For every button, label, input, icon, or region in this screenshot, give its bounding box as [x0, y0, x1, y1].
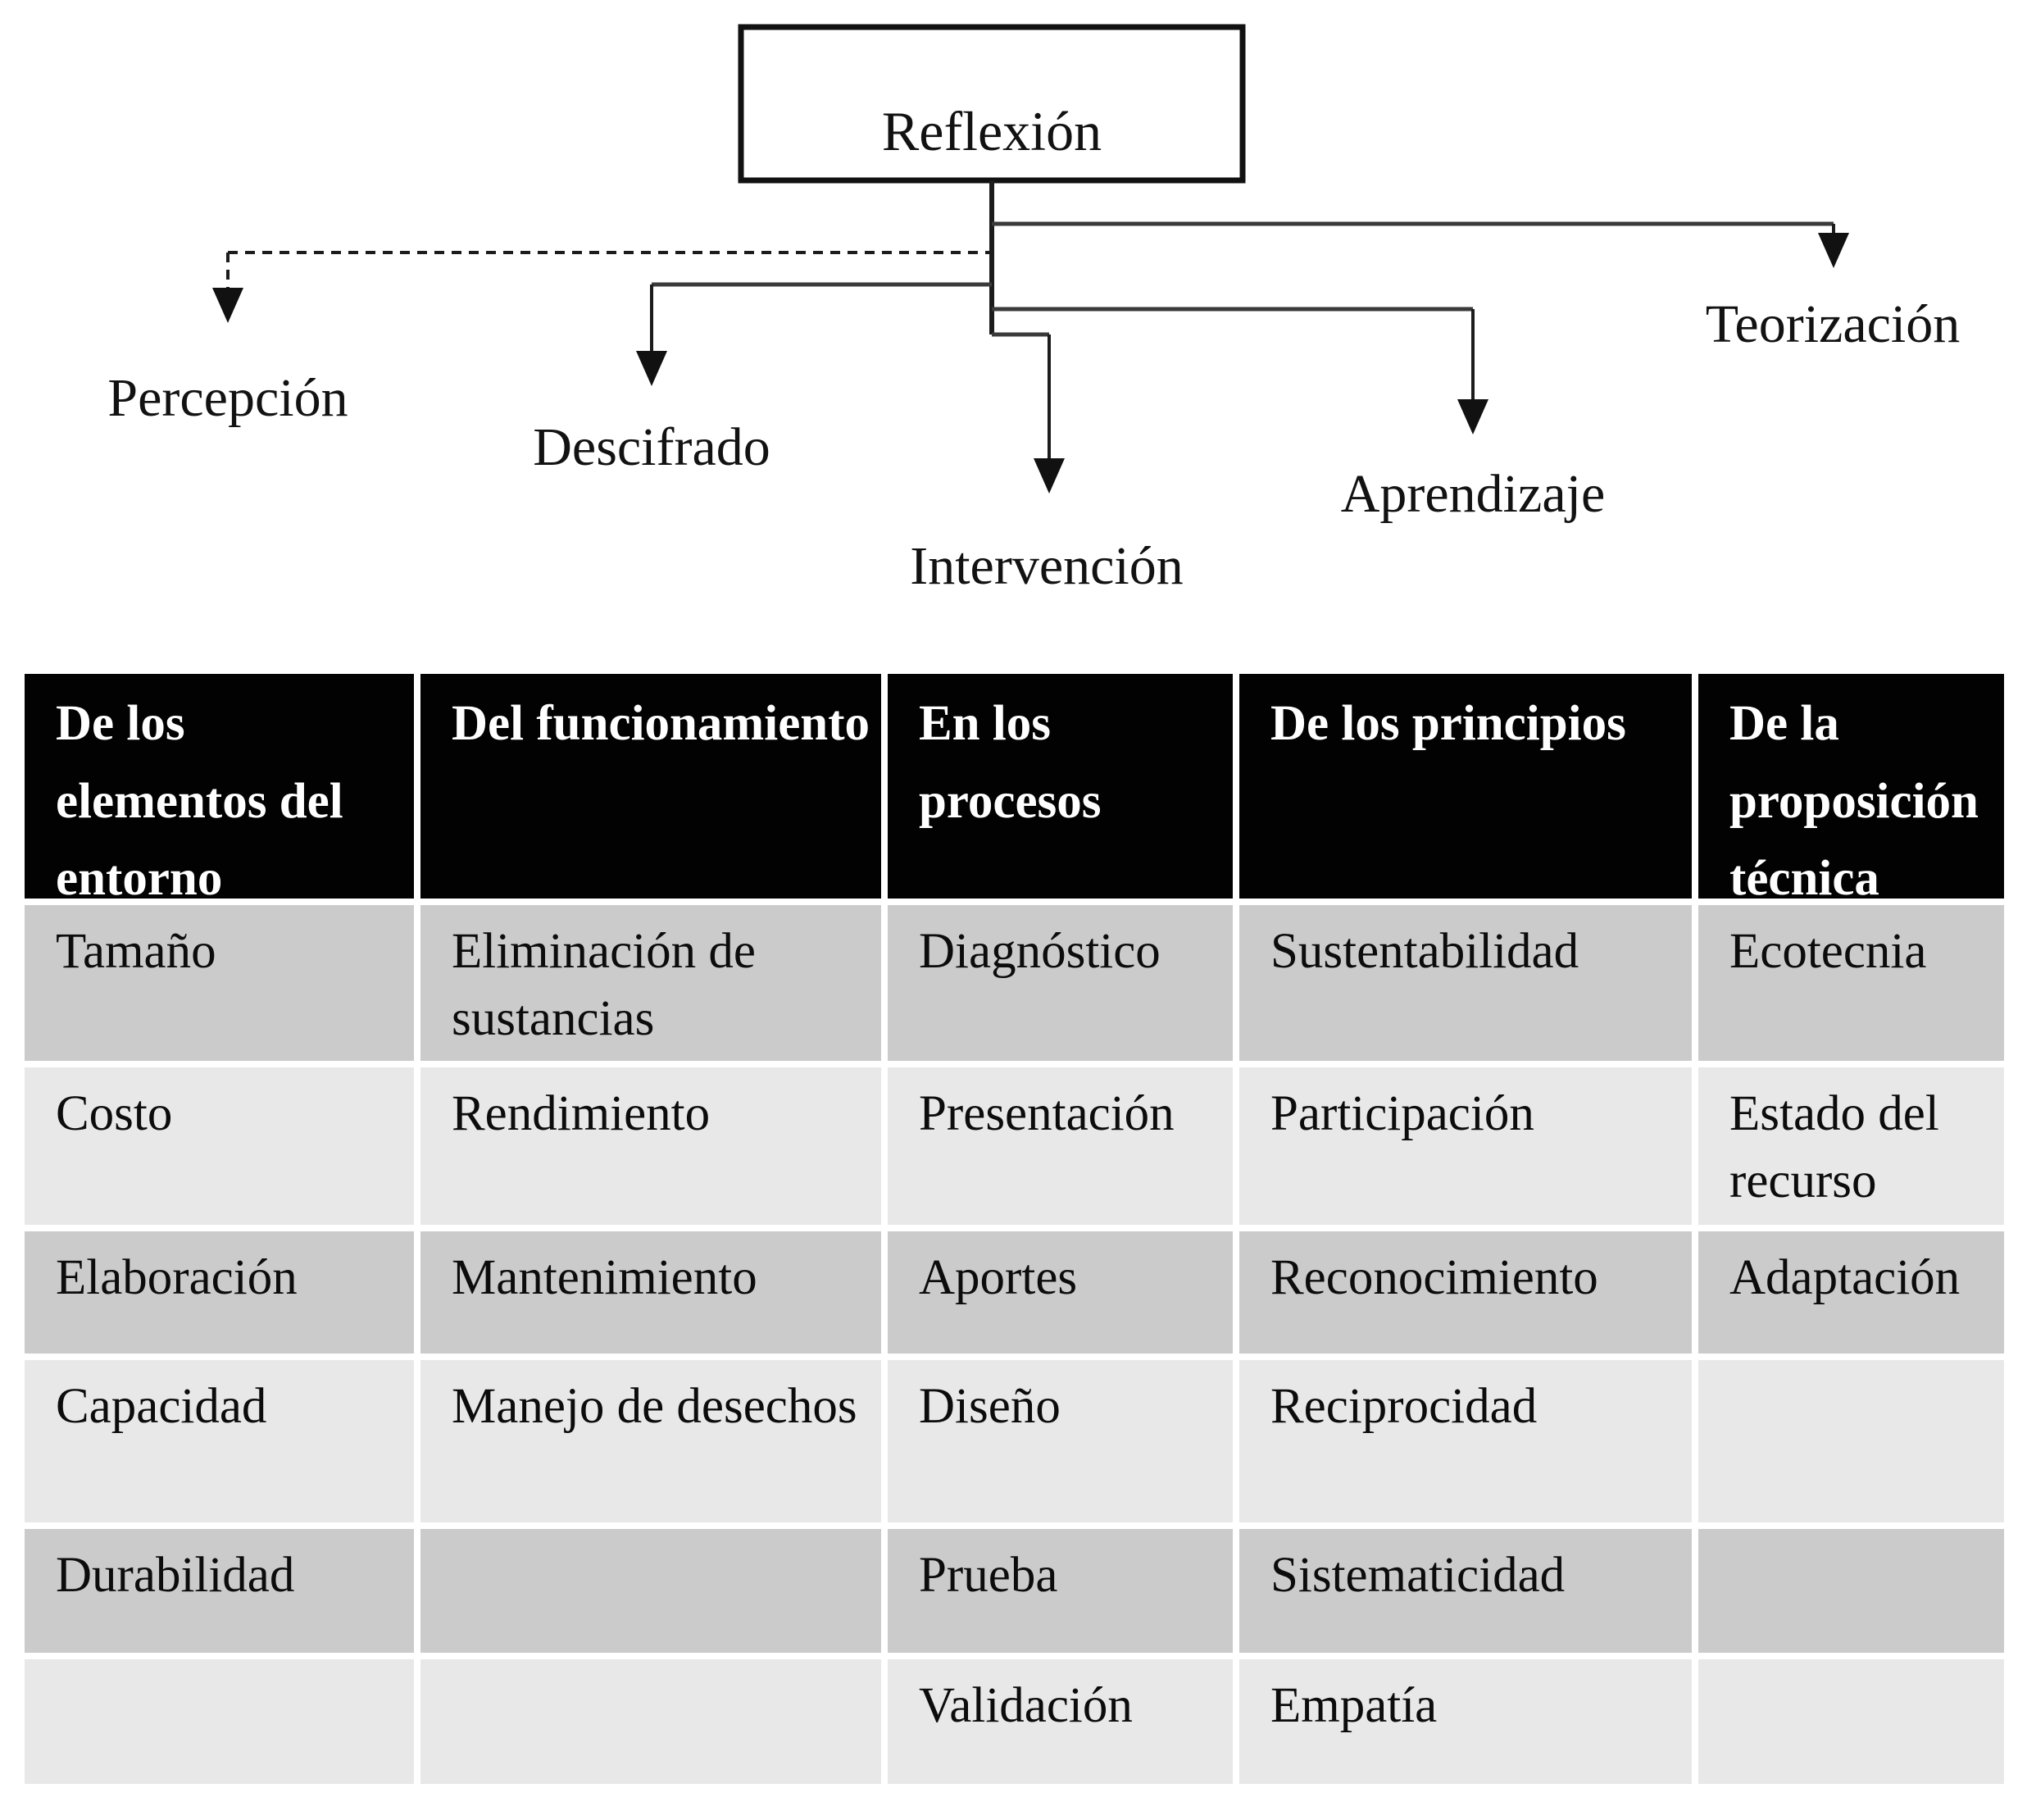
- arrowhead: [1818, 233, 1849, 268]
- branch-aprendizaje: Aprendizaje: [992, 307, 1606, 524]
- branch-label-percepcion: Percepción: [107, 368, 348, 428]
- table-cell: Elaboración: [25, 1231, 414, 1354]
- table-cell: [420, 1529, 881, 1653]
- column-header-principios: De los principios: [1239, 674, 1692, 899]
- root-box: [738, 24, 1246, 184]
- column-header-proposicion: De la proposición técnica: [1698, 674, 2004, 899]
- root-label: Reflexión: [882, 100, 1102, 162]
- table-cell: Sistematicidad: [1239, 1529, 1692, 1653]
- table-cell: Tamaño: [25, 905, 414, 1061]
- branch-label-aprendizaje: Aprendizaje: [1341, 464, 1606, 524]
- table-cell: Costo: [25, 1067, 414, 1225]
- table-cell: [1698, 1659, 2004, 1784]
- table-cell: Ecotecnia: [1698, 905, 2004, 1061]
- arrowhead: [1034, 458, 1065, 494]
- branch-label-intervencion: Intervención: [910, 536, 1184, 596]
- table-cell: Capacidad: [25, 1360, 414, 1522]
- table-cell: Durabilidad: [25, 1529, 414, 1653]
- table-cell: [1698, 1529, 2004, 1653]
- table-cell: Diagnóstico: [888, 905, 1233, 1061]
- branch-intervencion: Intervención: [910, 332, 1184, 596]
- table-cell: [25, 1659, 414, 1784]
- criteria-table: De los elementos del entorno Del funcion…: [25, 674, 2004, 1784]
- table-cell: [1698, 1360, 2004, 1522]
- table-cell: Reconocimiento: [1239, 1231, 1692, 1354]
- branch-label-teorizacion: Teorización: [1706, 294, 1961, 354]
- column-header-elementos: De los elementos del entorno: [25, 674, 414, 899]
- flowchart-root-node: Reflexión: [738, 24, 1246, 184]
- table-cell: Adaptación: [1698, 1231, 2004, 1354]
- branch-teorizacion: Teorización: [992, 221, 1961, 354]
- arrowhead: [636, 351, 667, 386]
- table-cell: Prueba: [888, 1529, 1233, 1653]
- table-cell: Rendimiento: [420, 1067, 881, 1225]
- table-cell: Validación: [888, 1659, 1233, 1784]
- table-cell: Sustentabilidad: [1239, 905, 1692, 1061]
- table-cell: Aportes: [888, 1231, 1233, 1354]
- table-cell: Mantenimiento: [420, 1231, 881, 1354]
- table-cell: Empatía: [1239, 1659, 1692, 1784]
- table-cell: Presentación: [888, 1067, 1233, 1225]
- table-cell: Reciprocidad: [1239, 1360, 1692, 1522]
- table-cell: Estado del recurso: [1698, 1067, 2004, 1225]
- arrowhead: [212, 288, 243, 323]
- column-header-funcionamiento: Del funcionamiento: [420, 674, 881, 899]
- reflexion-flowchart: Reflexión Teorización Percepción Descifr…: [107, 24, 1961, 596]
- table-cell: [420, 1659, 881, 1784]
- arrowhead: [1457, 399, 1488, 435]
- column-header-procesos: En los procesos: [888, 674, 1233, 899]
- table-cell: Eliminación de sustancias: [420, 905, 881, 1061]
- table-cell: Manejo de desechos: [420, 1360, 881, 1522]
- branch-label-descifrado: Descifrado: [533, 417, 770, 477]
- table-cell: Diseño: [888, 1360, 1233, 1522]
- branch-percepcion: Percepción: [107, 251, 992, 428]
- branch-descifrado: Descifrado: [533, 282, 992, 477]
- table-cell: Participación: [1239, 1067, 1692, 1225]
